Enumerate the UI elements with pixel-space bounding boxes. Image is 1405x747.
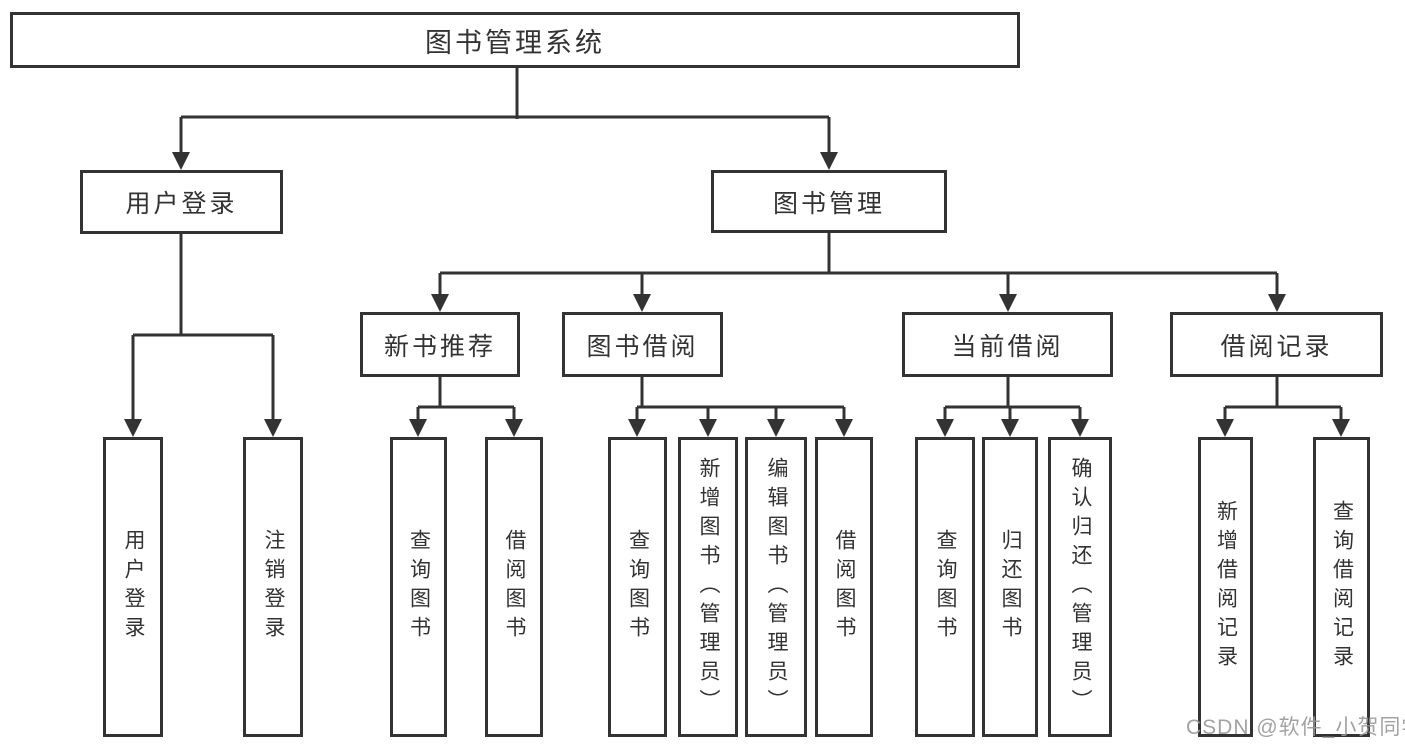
node-leaf-user-login: 用户登录 (103, 437, 163, 737)
arrowhead (431, 294, 449, 312)
arrowhead (835, 419, 853, 437)
node-label: 用户登录 (122, 529, 146, 645)
node-label: 查询图书 (934, 529, 958, 645)
tree-edges (131, 68, 1343, 421)
node-label: 查询图书 (407, 529, 431, 645)
node-leaf-logout: 注销登录 (243, 437, 303, 737)
node-leaf-borrow-books: 借阅图书 (815, 437, 873, 737)
arrowhead (633, 294, 651, 312)
node-leaf-confirm-return-admin: 确认归还（管理员） (1048, 437, 1112, 737)
node-book-management: 图书管理 (711, 170, 947, 233)
node-root-library-system: 图书管理系统 (10, 12, 1020, 68)
arrowhead (505, 419, 523, 437)
node-new-book-recommend: 新书推荐 (360, 312, 520, 377)
node-leaf-query-books-current: 查询图书 (915, 437, 975, 737)
arrowhead (628, 419, 646, 437)
arrowhead (1001, 419, 1019, 437)
node-label: 新增借阅记录 (1214, 500, 1238, 674)
arrowhead (936, 419, 954, 437)
arrowhead (1268, 294, 1286, 312)
arrowhead (1071, 419, 1089, 437)
arrowhead (1332, 419, 1350, 437)
node-leaf-edit-books-admin: 编辑图书（管理员） (745, 437, 807, 737)
node-leaf-borrow-books-recommend: 借阅图书 (485, 437, 543, 737)
arrowheads (124, 152, 1350, 437)
node-borrowing-records: 借阅记录 (1170, 312, 1383, 377)
arrowhead (264, 419, 282, 437)
node-leaf-add-borrow-record: 新增借阅记录 (1198, 437, 1253, 737)
arrowhead (999, 294, 1017, 312)
arrowhead (172, 152, 190, 170)
node-label: 查询图书 (626, 529, 650, 645)
node-label: 注销登录 (262, 529, 286, 645)
node-user-login: 用户登录 (80, 170, 283, 234)
arrowhead (1216, 419, 1234, 437)
node-label: 确认归还（管理员） (1069, 456, 1093, 718)
node-leaf-query-borrow-record: 查询借阅记录 (1313, 437, 1370, 737)
node-leaf-add-books-admin: 新增图书（管理员） (678, 437, 738, 737)
arrowhead (767, 419, 785, 437)
arrowhead (124, 419, 142, 437)
node-label: 新增图书（管理员） (697, 456, 721, 718)
node-leaf-query-books-borrowing: 查询图书 (608, 437, 667, 737)
node-label: 归还图书 (999, 529, 1023, 645)
arrowhead (409, 419, 427, 437)
csdn-watermark: CSDN @软件_小贺同学 (1186, 716, 1405, 739)
node-leaf-return-books: 归还图书 (982, 437, 1038, 737)
node-label: 借阅图书 (833, 529, 857, 645)
node-leaf-query-books-recommend: 查询图书 (390, 437, 447, 737)
arrowhead (699, 419, 717, 437)
node-current-borrowing: 当前借阅 (902, 312, 1113, 377)
node-label: 查询借阅记录 (1330, 500, 1354, 674)
node-label: 借阅图书 (503, 529, 527, 645)
node-label: 编辑图书（管理员） (765, 456, 789, 718)
node-book-borrowing: 图书借阅 (562, 312, 723, 377)
arrowhead (820, 152, 838, 170)
